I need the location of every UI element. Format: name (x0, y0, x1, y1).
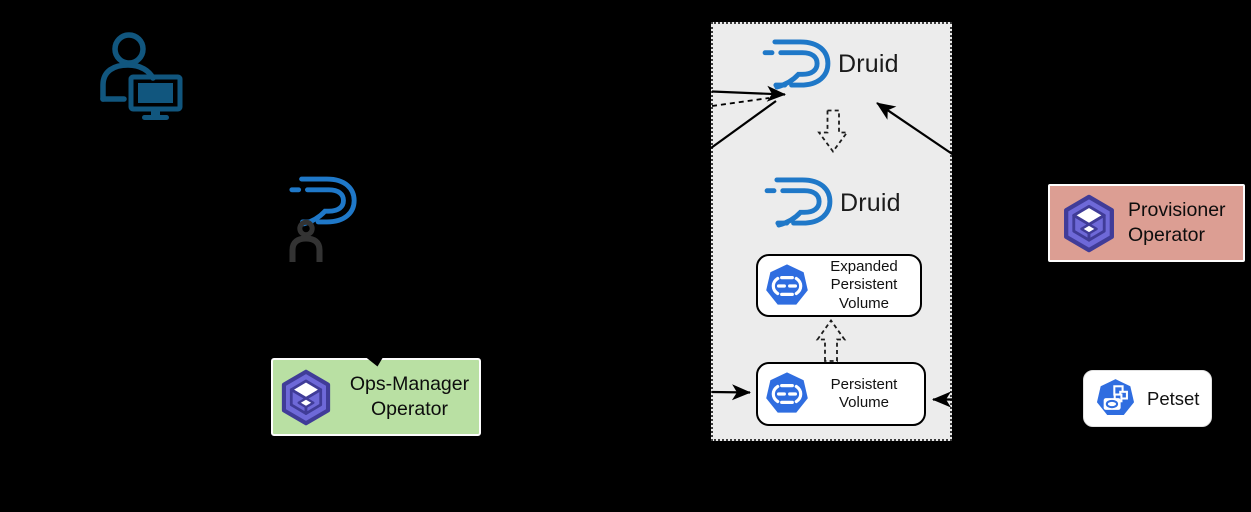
kubernetes-petset-icon (1095, 378, 1136, 419)
druid-logo-icon (759, 37, 834, 90)
druid-top-label: Druid (838, 50, 899, 78)
petset-label: Petset (1147, 387, 1200, 409)
person-icon (288, 219, 325, 262)
persistent-volume-box: Persistent Volume (756, 362, 926, 426)
petset-box: Petset (1083, 370, 1212, 427)
kubernetes-persistent-volume-icon (764, 263, 810, 309)
expanded-persistent-volume-box: Expanded Persistent Volume (756, 254, 922, 317)
expanded-persistent-volume-label: Expanded Persistent Volume (830, 258, 898, 312)
ops-manager-operator-box: Ops-Manager Operator (271, 358, 481, 436)
druid-bottom-label: Druid (840, 189, 901, 217)
operator-cube-icon (280, 369, 332, 426)
provisioner-operator-box: Provisioner Operator (1048, 184, 1245, 262)
ops-manager-operator-label: Ops-Manager Operator (349, 372, 470, 420)
persistent-volume-label: Persistent Volume (830, 375, 898, 411)
provisioner-operator-label: Provisioner Operator (1128, 198, 1226, 246)
druid-logo-icon (761, 175, 836, 228)
operator-cube-icon (1062, 194, 1116, 253)
kubernetes-persistent-volume-icon (764, 371, 810, 417)
person-at-computer-icon (97, 30, 187, 120)
